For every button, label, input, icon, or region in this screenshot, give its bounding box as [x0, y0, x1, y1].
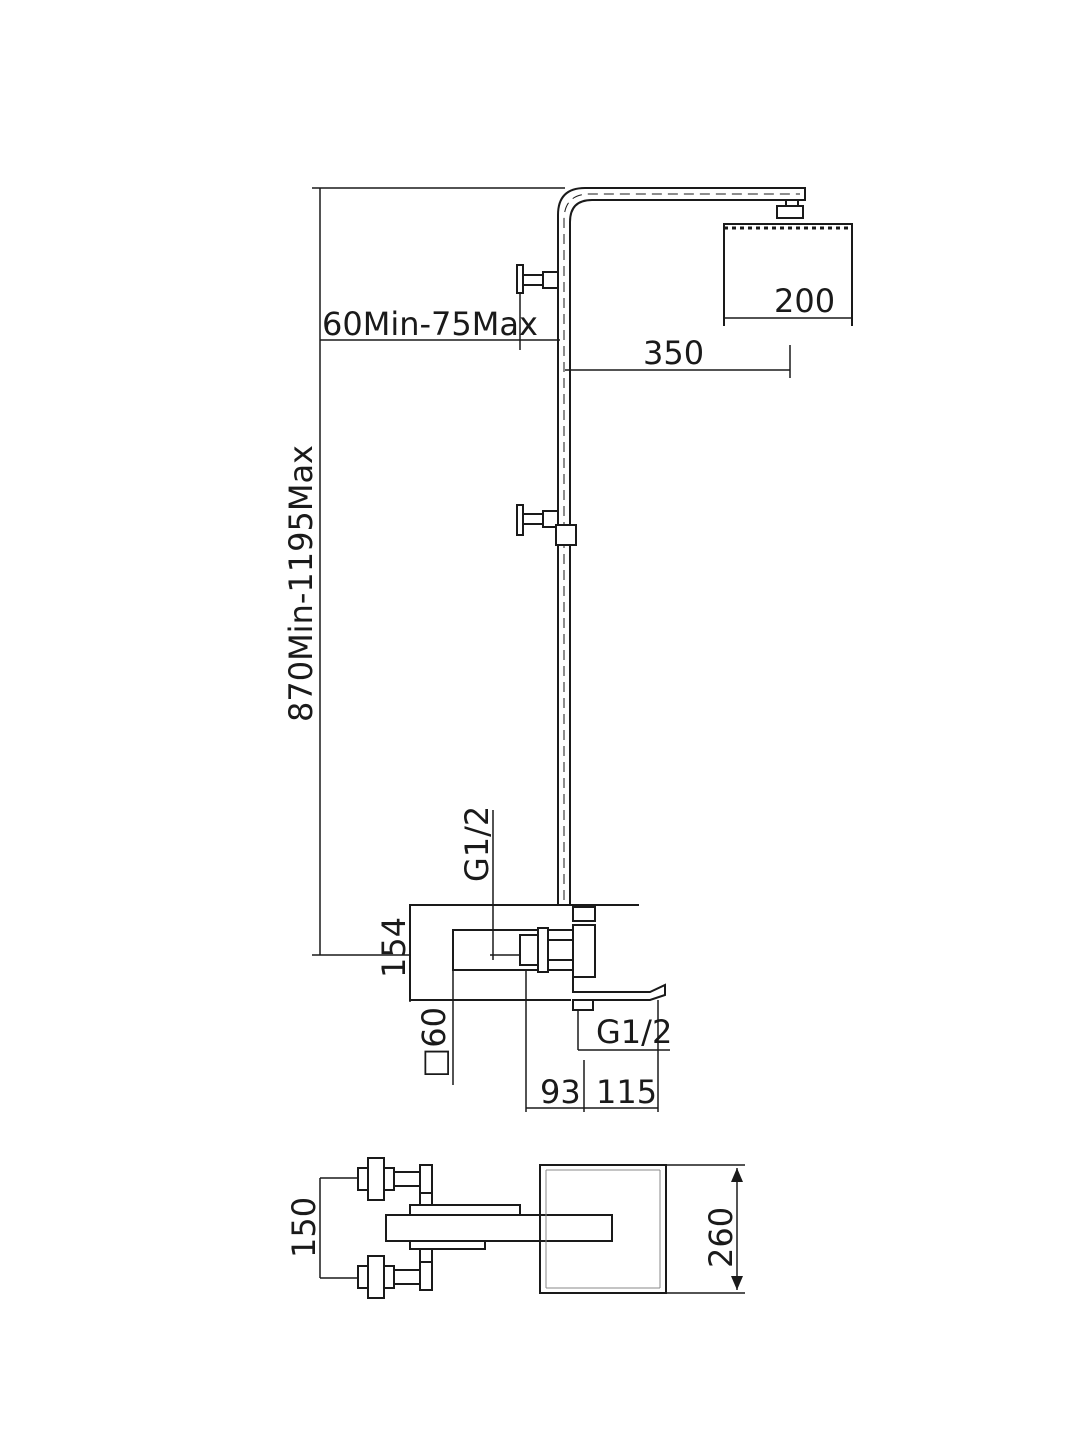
- bottom-dimensions: 93 115: [525, 970, 659, 1112]
- upper-wall-bracket: [516, 264, 559, 294]
- inlet-spacing-dimension: 150: [285, 1177, 360, 1279]
- shower-head: 200: [723, 199, 853, 326]
- inlet-thread-label: G1/2: [458, 806, 496, 882]
- lower-inlet-connector: [357, 1255, 433, 1299]
- spout-length-label: 115: [596, 1073, 657, 1111]
- inlet-thread-dimension: G1/2: [458, 806, 496, 960]
- square-size-dimension: □60: [415, 930, 454, 1085]
- inlet-spacing-label: 150: [285, 1197, 323, 1258]
- riser-pipe: [557, 187, 806, 906]
- valve-height-dimension: 154: [375, 905, 413, 1002]
- plan-view: 150: [285, 1157, 745, 1299]
- arm-length-label: 350: [643, 334, 704, 372]
- valve-height-label: 154: [375, 917, 413, 978]
- mixer-valve: [409, 904, 666, 1011]
- bracket-offset-label: 60Min-75Max: [322, 305, 538, 343]
- arm-length-dimension: 350: [565, 334, 791, 378]
- square-size-label: □60: [415, 1007, 453, 1078]
- valve-depth-label: 93: [540, 1073, 581, 1111]
- bracket-offset-dimension: 60Min-75Max: [320, 290, 560, 350]
- riser-height-dimension: 870Min-1195Max: [282, 187, 565, 956]
- outlet-thread-dimension: G1/2: [577, 1010, 672, 1051]
- head-size-label: 260: [702, 1207, 740, 1268]
- mixer-bar: [385, 1204, 613, 1250]
- side-elevation-view: 870Min-1195Max 60Min-75Max: [282, 187, 853, 1112]
- riser-height-label: 870Min-1195Max: [282, 445, 320, 722]
- lower-wall-bracket: [516, 504, 577, 546]
- showerhead-width-label: 200: [774, 282, 835, 320]
- head-size-dimension: 260: [666, 1164, 745, 1294]
- outlet-thread-label: G1/2: [596, 1013, 672, 1051]
- showerhead-plan: [539, 1164, 667, 1294]
